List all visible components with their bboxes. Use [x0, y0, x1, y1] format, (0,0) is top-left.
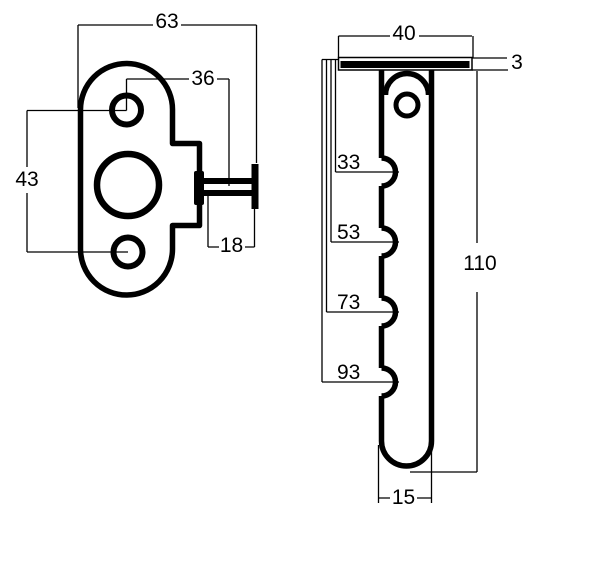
dimension-110-label: 110: [463, 252, 496, 275]
dimension-15-lines: [377, 445, 433, 503]
dimension-43-lines: [26, 109, 128, 253]
dimension-63: 63: [77, 10, 258, 163]
dimension-18-lines: [207, 196, 256, 248]
side-view: [337, 56, 473, 469]
dimension-53-lines: [330, 59, 399, 243]
dimension-33: 33: [334, 59, 399, 174]
dimension-73: 73: [325, 59, 399, 314]
front-dimensions: 63 36 43 18: [15, 10, 258, 257]
dimension-63-lines: [77, 24, 258, 163]
dimension-40: 40: [337, 22, 474, 58]
front-plate-outline: [77, 60, 203, 298]
dimension-36-label: 36: [191, 67, 214, 90]
dimension-3: 3: [472, 51, 523, 74]
dimension-33-label: 33: [337, 151, 360, 174]
side-bar-top-arch: [382, 70, 432, 96]
dimension-110-lines: [410, 71, 478, 473]
dimension-53: 53: [330, 59, 399, 244]
dimension-18-label: 18: [220, 234, 243, 257]
dimension-40-label: 40: [392, 22, 415, 45]
front-pin: [199, 178, 255, 196]
dimension-33-lines: [334, 59, 399, 173]
dimension-3-label: 3: [511, 51, 523, 74]
dimension-93: 93: [321, 59, 399, 384]
dimension-110: 110: [410, 71, 497, 473]
dimension-15: 15: [377, 445, 433, 509]
dimension-73-label: 73: [337, 291, 360, 314]
dimension-53-label: 53: [337, 221, 360, 244]
front-pin-collar: [194, 171, 204, 205]
dimension-43-label: 43: [15, 168, 38, 191]
dimension-63-label: 63: [155, 10, 178, 33]
dimension-18: 18: [207, 196, 256, 257]
dimension-93-label: 93: [337, 361, 360, 384]
dimension-15-label: 15: [392, 486, 415, 509]
side-top-hole: [393, 91, 421, 119]
side-plate-core: [340, 61, 470, 68]
side-bar-bottom-cap: [378, 440, 435, 469]
dimension-36: 36: [125, 67, 230, 186]
dimension-43: 43: [15, 109, 128, 253]
dimension-36-lines: [125, 78, 230, 186]
dimension-73-lines: [325, 59, 399, 313]
front-center-hole: [93, 150, 163, 220]
dimension-3-lines: [472, 57, 508, 71]
side-dimensions: 40 3 33 53 73: [321, 22, 523, 509]
dimension-93-lines: [321, 59, 399, 383]
dimension-40-lines: [337, 35, 474, 58]
